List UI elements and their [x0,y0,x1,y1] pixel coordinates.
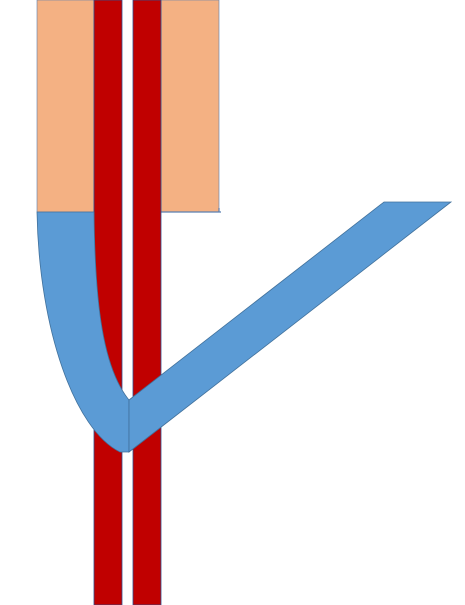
right-rod [132,0,162,605]
left-block [36,0,95,213]
curved-band [36,211,130,453]
diagonal-band [128,201,453,453]
right-block [160,0,220,213]
